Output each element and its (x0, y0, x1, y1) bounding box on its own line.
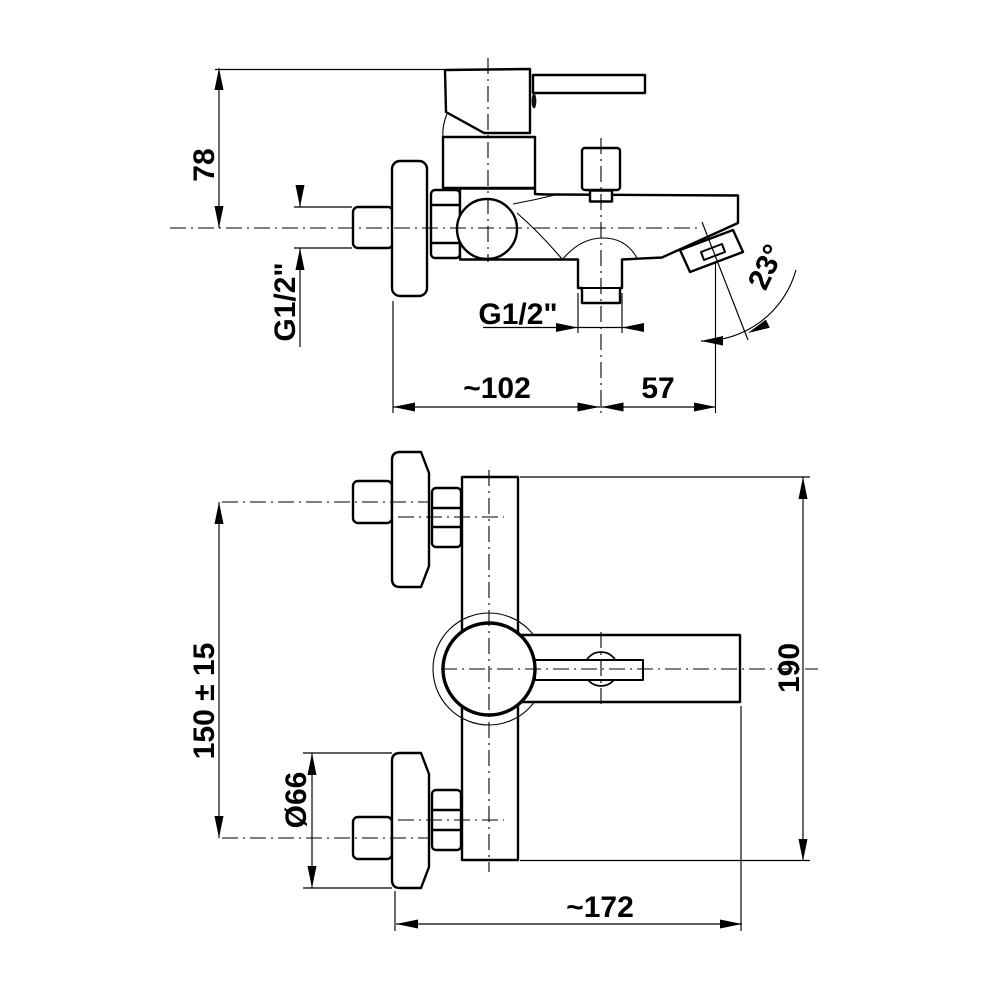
handle-transition (442, 113, 448, 138)
side-spout-outlet (678, 228, 745, 274)
dim-66-label: Ø66 (280, 772, 313, 829)
side-dimensions: 78 G1/2" G1/2" ~102 57 23° (188, 68, 797, 413)
dim-57-label: 57 (641, 372, 674, 405)
boss-transition-lower (516, 212, 563, 260)
side-cartridge-boss (455, 197, 519, 261)
side-bonnet (441, 135, 537, 190)
side-body-spout (458, 187, 740, 305)
front-top-connection (351, 450, 463, 589)
dim-23deg-label: 23° (742, 240, 791, 295)
front-bottom-connection (351, 751, 463, 890)
handle-lever (531, 73, 647, 95)
waterway-dome (561, 237, 638, 261)
front-handle-shaft (534, 659, 644, 681)
dim-78-label: 78 (188, 148, 221, 181)
dim-150-label: 150 ± 15 (188, 643, 221, 760)
dim-190-label: 190 (773, 643, 806, 693)
dim-inlet-thread-label: G1/2" (269, 262, 302, 341)
side-centerlines (170, 58, 700, 413)
side-view (351, 67, 745, 305)
dim-172-label: ~172 (566, 891, 634, 924)
dim-102-label: ~102 (463, 372, 531, 405)
front-dimensions: 150 ± 15 Ø66 190 ~172 (188, 476, 810, 931)
front-centerlines (222, 470, 818, 872)
side-hex-nut (429, 188, 462, 260)
lever-pivot (531, 93, 537, 109)
dim-outlet-thread-label: G1/2" (478, 298, 557, 331)
boss-transition-upper (512, 193, 558, 205)
